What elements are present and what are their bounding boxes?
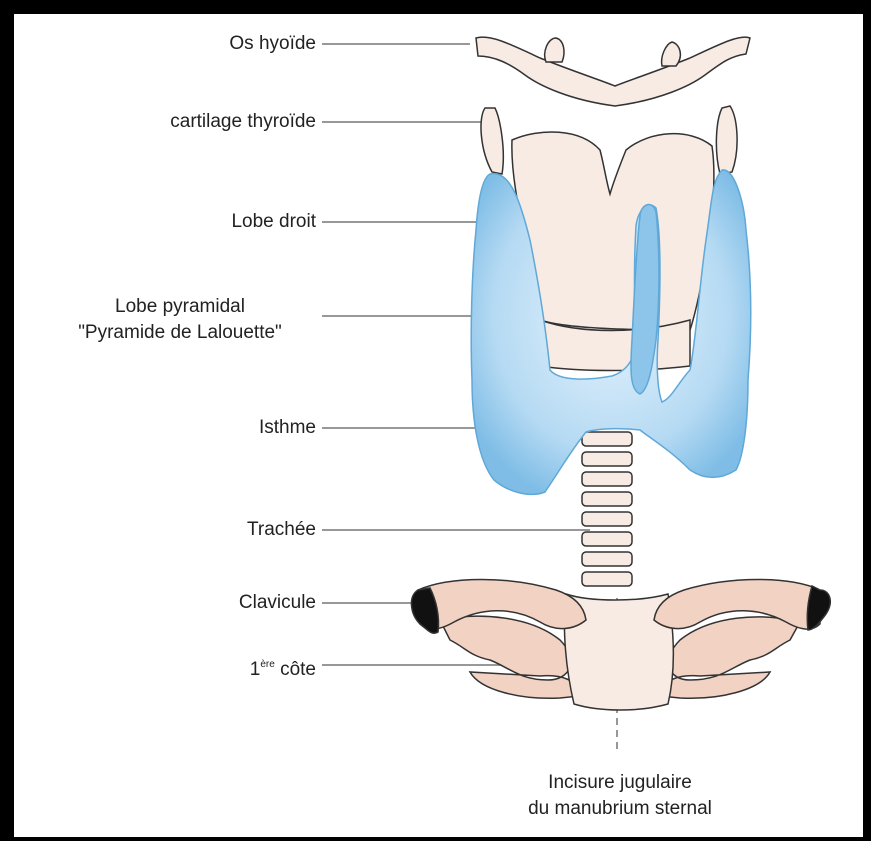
label-jugular-notch-line2: du manubrium sternal <box>470 796 770 822</box>
label-pyramidal-lobe-line1: Lobe pyramidal <box>30 294 330 320</box>
label-jugular-notch: Incisure jugulaire du manubrium sternal <box>470 770 770 822</box>
label-trachea: Trachée <box>60 519 316 541</box>
label-jugular-notch-line1: Incisure jugulaire <box>470 770 770 796</box>
label-right-lobe: Lobe droit <box>60 211 316 233</box>
label-clavicle: Clavicule <box>60 592 316 614</box>
label-pyramidal-lobe: Lobe pyramidal "Pyramide de Lalouette" <box>30 294 330 346</box>
label-pyramidal-lobe-line2: "Pyramide de Lalouette" <box>30 320 330 346</box>
label-first-rib-number: 1 <box>250 659 261 680</box>
label-first-rib-superscript: ère <box>260 659 274 670</box>
clavicle-right-end <box>807 586 830 630</box>
label-first-rib: 1ère côte <box>60 654 316 681</box>
label-thyroid-cartilage: cartilage thyroïde <box>40 111 316 133</box>
label-first-rib-word: côte <box>275 659 316 680</box>
label-hyoid: Os hyoïde <box>60 33 316 55</box>
hyoid-bone <box>476 37 750 106</box>
label-isthmus: Isthme <box>60 417 316 439</box>
